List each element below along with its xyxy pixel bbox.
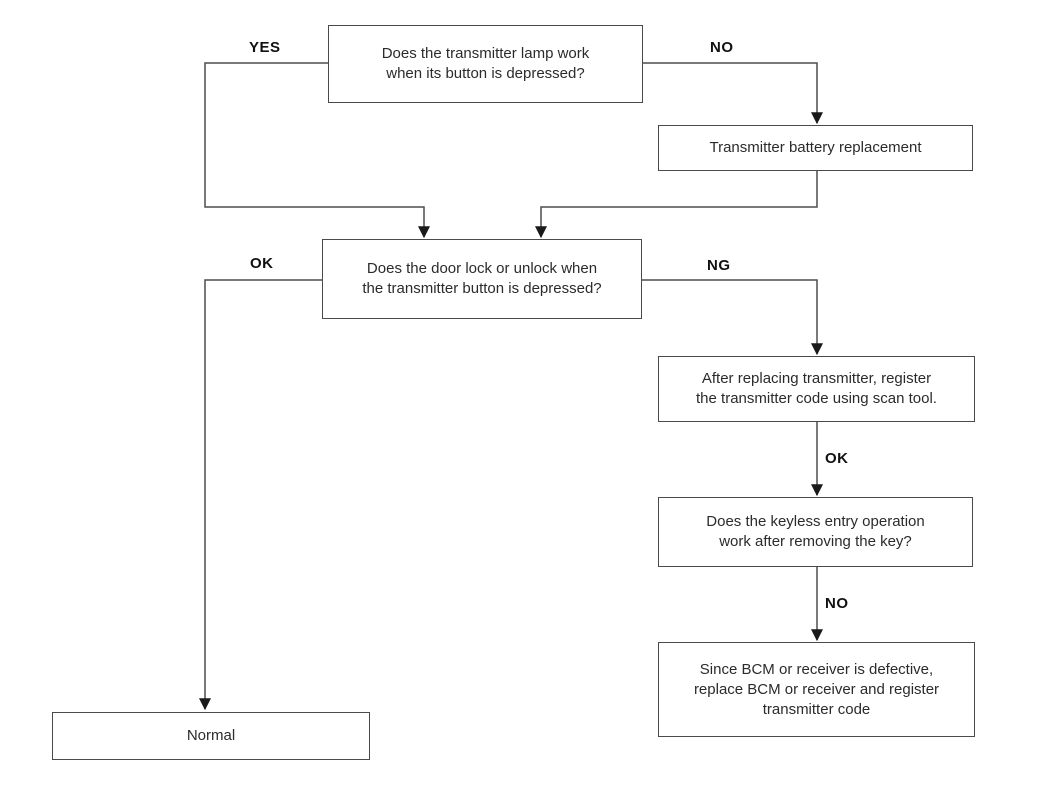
node-keyless-entry-question: Does the keyless entry operation work af… <box>658 497 973 567</box>
edge-label-yes: YES <box>249 39 281 56</box>
edge-ng-connector <box>642 279 823 356</box>
node-door-lock-question: Does the door lock or unlock when the tr… <box>322 239 642 319</box>
edge-label-no-top: NO <box>710 39 734 56</box>
edge-no-top-connector <box>643 62 823 125</box>
edge-label-ok-right: OK <box>825 450 849 467</box>
edge-label-ng: NG <box>707 257 731 274</box>
node-normal-result: Normal <box>52 712 370 760</box>
node-transmitter-lamp-question: Does the transmitter lamp work when its … <box>328 25 643 103</box>
edge-label-ok-left: OK <box>250 255 274 272</box>
node-transmitter-battery-replacement: Transmitter battery replacement <box>658 125 973 171</box>
edge-yes-connector <box>204 62 430 239</box>
node-replace-bcm-or-receiver: Since BCM or receiver is defective, repl… <box>658 642 975 737</box>
edge-label-no-bottom: NO <box>825 595 849 612</box>
edge-ok-left-connector <box>199 279 322 711</box>
edge-battery-to-doorlock-connector <box>535 171 818 239</box>
node-register-transmitter-code: After replacing transmitter, register th… <box>658 356 975 422</box>
